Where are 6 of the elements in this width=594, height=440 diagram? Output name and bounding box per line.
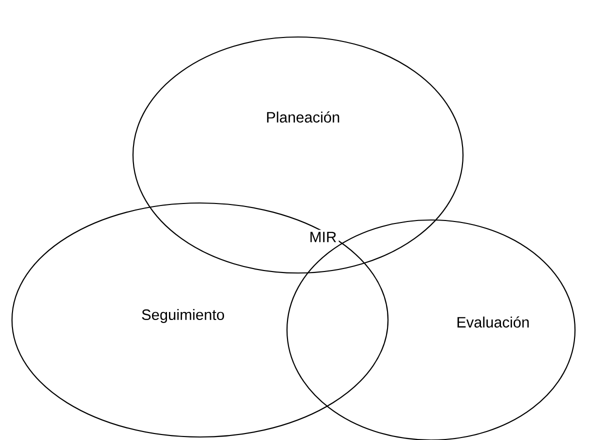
ellipse-label: Planeación	[267, 111, 340, 123]
ellipse-label: Evaluación	[458, 316, 529, 328]
center-label: MIR	[307, 230, 339, 244]
ellipse-label: Seguimiento	[142, 309, 224, 323]
ellipse	[132, 36, 464, 274]
ellipse	[11, 202, 389, 438]
